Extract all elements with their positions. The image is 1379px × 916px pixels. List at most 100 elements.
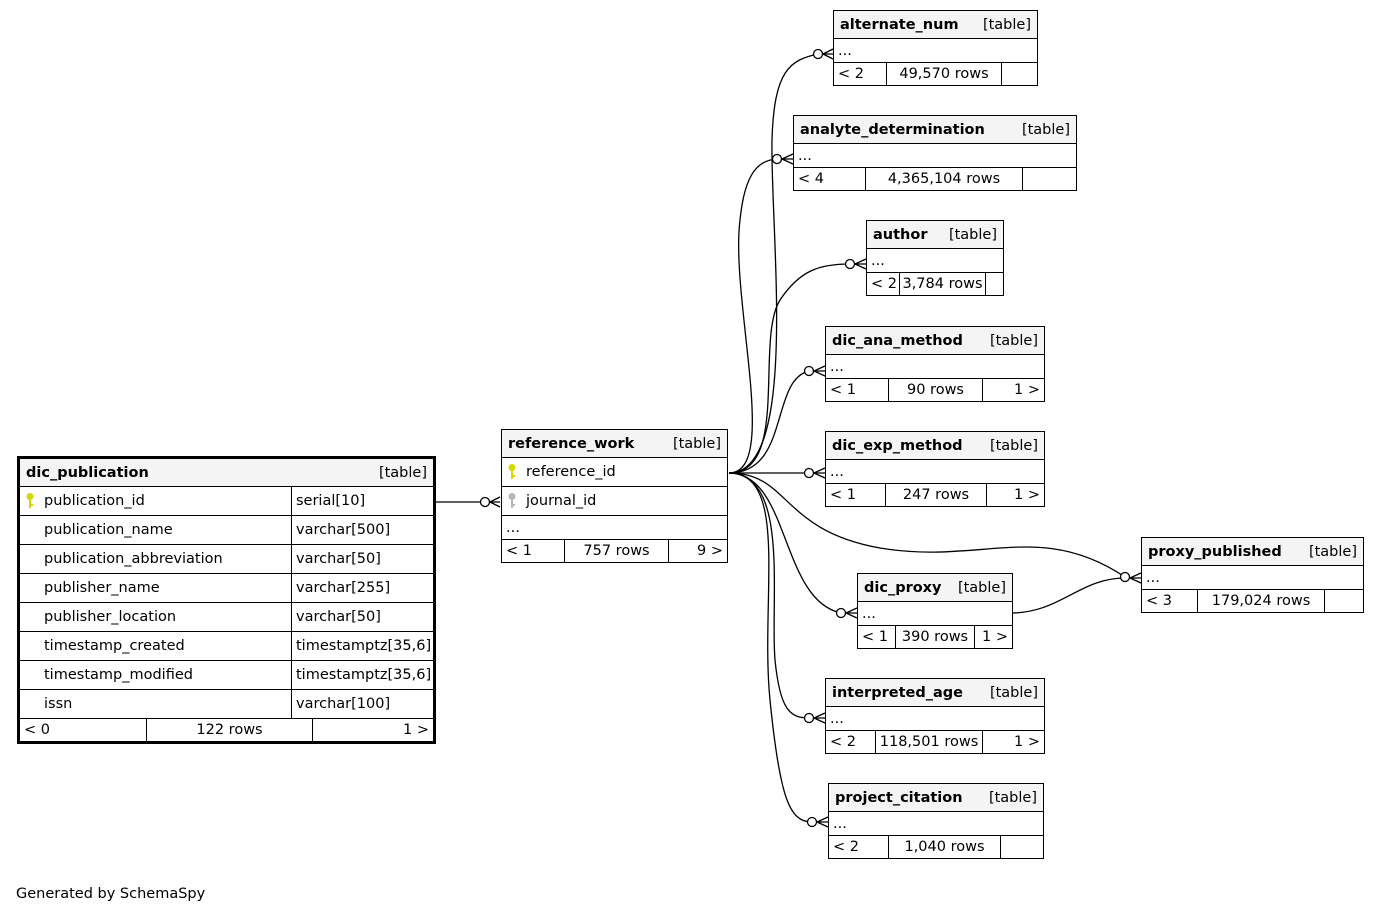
children-count: 1 >: [1014, 382, 1040, 398]
children-count: [1002, 63, 1037, 85]
column-name: publication_id: [44, 493, 145, 509]
column-name: publisher_location: [44, 609, 177, 625]
row-count: 1,040 rows: [889, 836, 1001, 858]
table-kind: [table]: [1021, 121, 1070, 138]
column-row[interactable]: timestamp_created timestamptz[35,6]: [20, 632, 433, 661]
children-count: 1 >: [982, 629, 1008, 645]
children-count: 1 >: [1014, 487, 1040, 503]
edge-end-marker: [803, 365, 815, 377]
table-kind: [table]: [989, 332, 1038, 349]
table-name: project_citation: [835, 789, 963, 806]
column-name: publication_name: [44, 522, 173, 538]
column-type: varchar[255]: [291, 574, 433, 602]
column-row[interactable]: journal_id: [502, 487, 727, 516]
column-name: timestamp_created: [44, 638, 185, 654]
parents-count: < 4: [794, 168, 866, 190]
table-name: interpreted_age: [832, 684, 963, 701]
column-name: journal_id: [526, 493, 597, 509]
row-count: 118,501 rows: [876, 731, 983, 753]
columns-ellipsis: ...: [502, 516, 727, 540]
table-header: reference_work [table]: [502, 430, 727, 458]
edge-reference_work-project_citation: [728, 472, 813, 823]
primary-key-icon: [502, 463, 522, 481]
edge-end-marker: [803, 467, 815, 479]
row-count: 179,024 rows: [1198, 590, 1325, 612]
table-kind: [table]: [982, 16, 1031, 33]
column-type: varchar[100]: [291, 690, 433, 718]
table-name: dic_proxy: [864, 579, 942, 596]
column-name: publisher_name: [44, 580, 160, 596]
row-count: 757 rows: [565, 540, 669, 562]
edge-reference_work-dic_ana_method: [728, 370, 810, 474]
column-row[interactable]: publisher_location varchar[50]: [20, 603, 433, 632]
row-count: 90 rows: [889, 379, 983, 401]
row-count: 247 rows: [886, 484, 987, 506]
column-row[interactable]: publication_name varchar[500]: [20, 516, 433, 545]
table-footer: < 0 122 rows 1 >: [20, 719, 433, 741]
column-row[interactable]: publisher_name varchar[255]: [20, 574, 433, 603]
parents-count: < 3: [1142, 590, 1198, 612]
column-type: varchar[50]: [291, 545, 433, 573]
table-kind: [table]: [989, 437, 1038, 454]
table-header: project_citation[table]: [829, 784, 1043, 812]
table-header: dic_ana_method[table]: [826, 327, 1044, 355]
children-count: 1 >: [1014, 734, 1040, 750]
column-type: varchar[50]: [291, 603, 433, 631]
edge-end-marker: [844, 258, 856, 270]
parents-count: < 1: [858, 626, 896, 648]
crow-foot-marker: [854, 258, 867, 270]
edge-end-marker: [771, 153, 783, 165]
children-count: [1001, 836, 1043, 858]
column-name: issn: [44, 696, 73, 712]
crow-foot-marker: [845, 607, 858, 619]
table-kind: [table]: [957, 579, 1006, 596]
columns-ellipsis: ...: [867, 249, 1003, 273]
table-name: dic_publication: [26, 464, 149, 481]
table-kind: [table]: [672, 435, 721, 452]
edge-reference_work-interpreted_age: [728, 472, 810, 719]
children-count: [1023, 168, 1076, 190]
column-row[interactable]: reference_id: [502, 458, 727, 487]
column-type: varchar[500]: [291, 516, 433, 544]
children-count: 1 >: [403, 722, 429, 738]
column-type: timestamptz[35,6]: [291, 632, 433, 660]
children-count: 9 >: [697, 543, 723, 559]
crow-foot-marker: [813, 365, 826, 377]
row-count: 122 rows: [147, 719, 313, 741]
parents-count: < 0: [20, 719, 147, 741]
table-header: author[table]: [867, 221, 1003, 249]
table-kind: [table]: [378, 464, 427, 481]
column-row[interactable]: issn varchar[100]: [20, 690, 433, 719]
edge-end-marker: [1119, 571, 1131, 583]
edge-end-marker: [812, 48, 824, 60]
edge-end-marker: [806, 816, 818, 828]
edge-reference_work-analyte_determination: [728, 158, 778, 474]
table-header: interpreted_age[table]: [826, 679, 1044, 707]
primary-key-icon: [20, 492, 40, 510]
row-count: 49,570 rows: [887, 63, 1002, 85]
crow-foot-marker: [1129, 572, 1142, 584]
table-footer: < 1 757 rows 9 >: [502, 540, 727, 562]
columns-ellipsis: ...: [826, 355, 1044, 379]
column-name: reference_id: [526, 464, 616, 480]
